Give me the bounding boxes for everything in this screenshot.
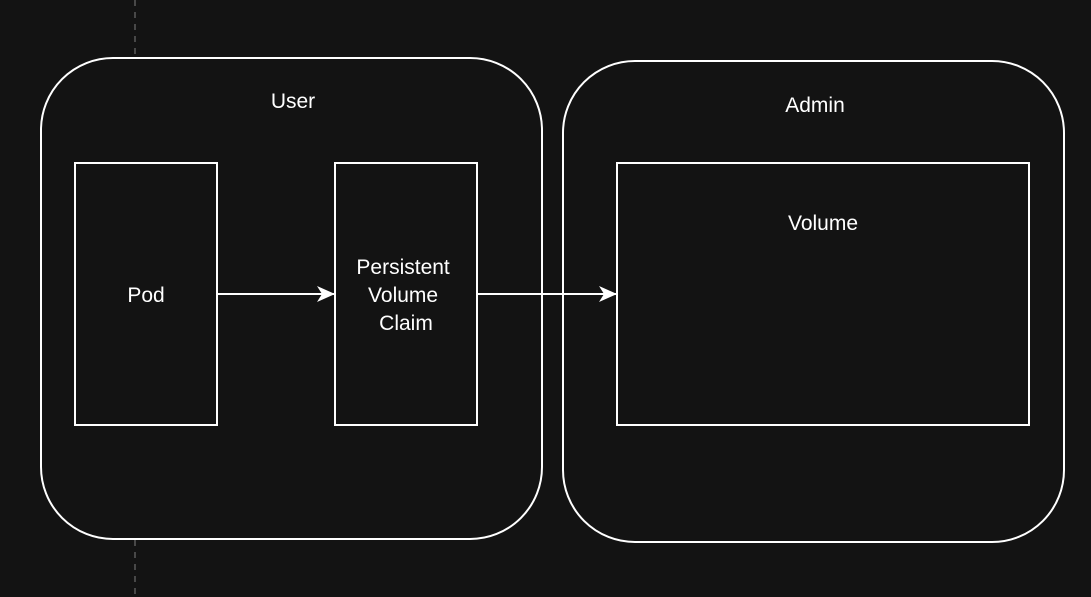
pod-node-box — [74, 162, 218, 426]
volume-node-label: Volume — [788, 212, 858, 235]
pvc-node-box — [334, 162, 478, 426]
pvc-node-label: Persistent Volume Claim — [356, 256, 455, 335]
user-container-label: User — [271, 90, 315, 113]
pod-node-label: Pod — [127, 284, 164, 307]
admin-container-label: Admin — [785, 94, 845, 117]
pvc-node[interactable]: Persistent Volume Claim — [334, 162, 478, 426]
pvc-node-label-line-2: Volume — [368, 284, 438, 307]
volume-node-box — [616, 162, 1030, 426]
pvc-node-label-line-3: Claim — [379, 312, 433, 335]
pvc-node-label-line-1: Persistent — [356, 256, 450, 279]
pod-node[interactable]: Pod — [74, 162, 218, 426]
volume-node[interactable]: Volume — [616, 162, 1030, 426]
